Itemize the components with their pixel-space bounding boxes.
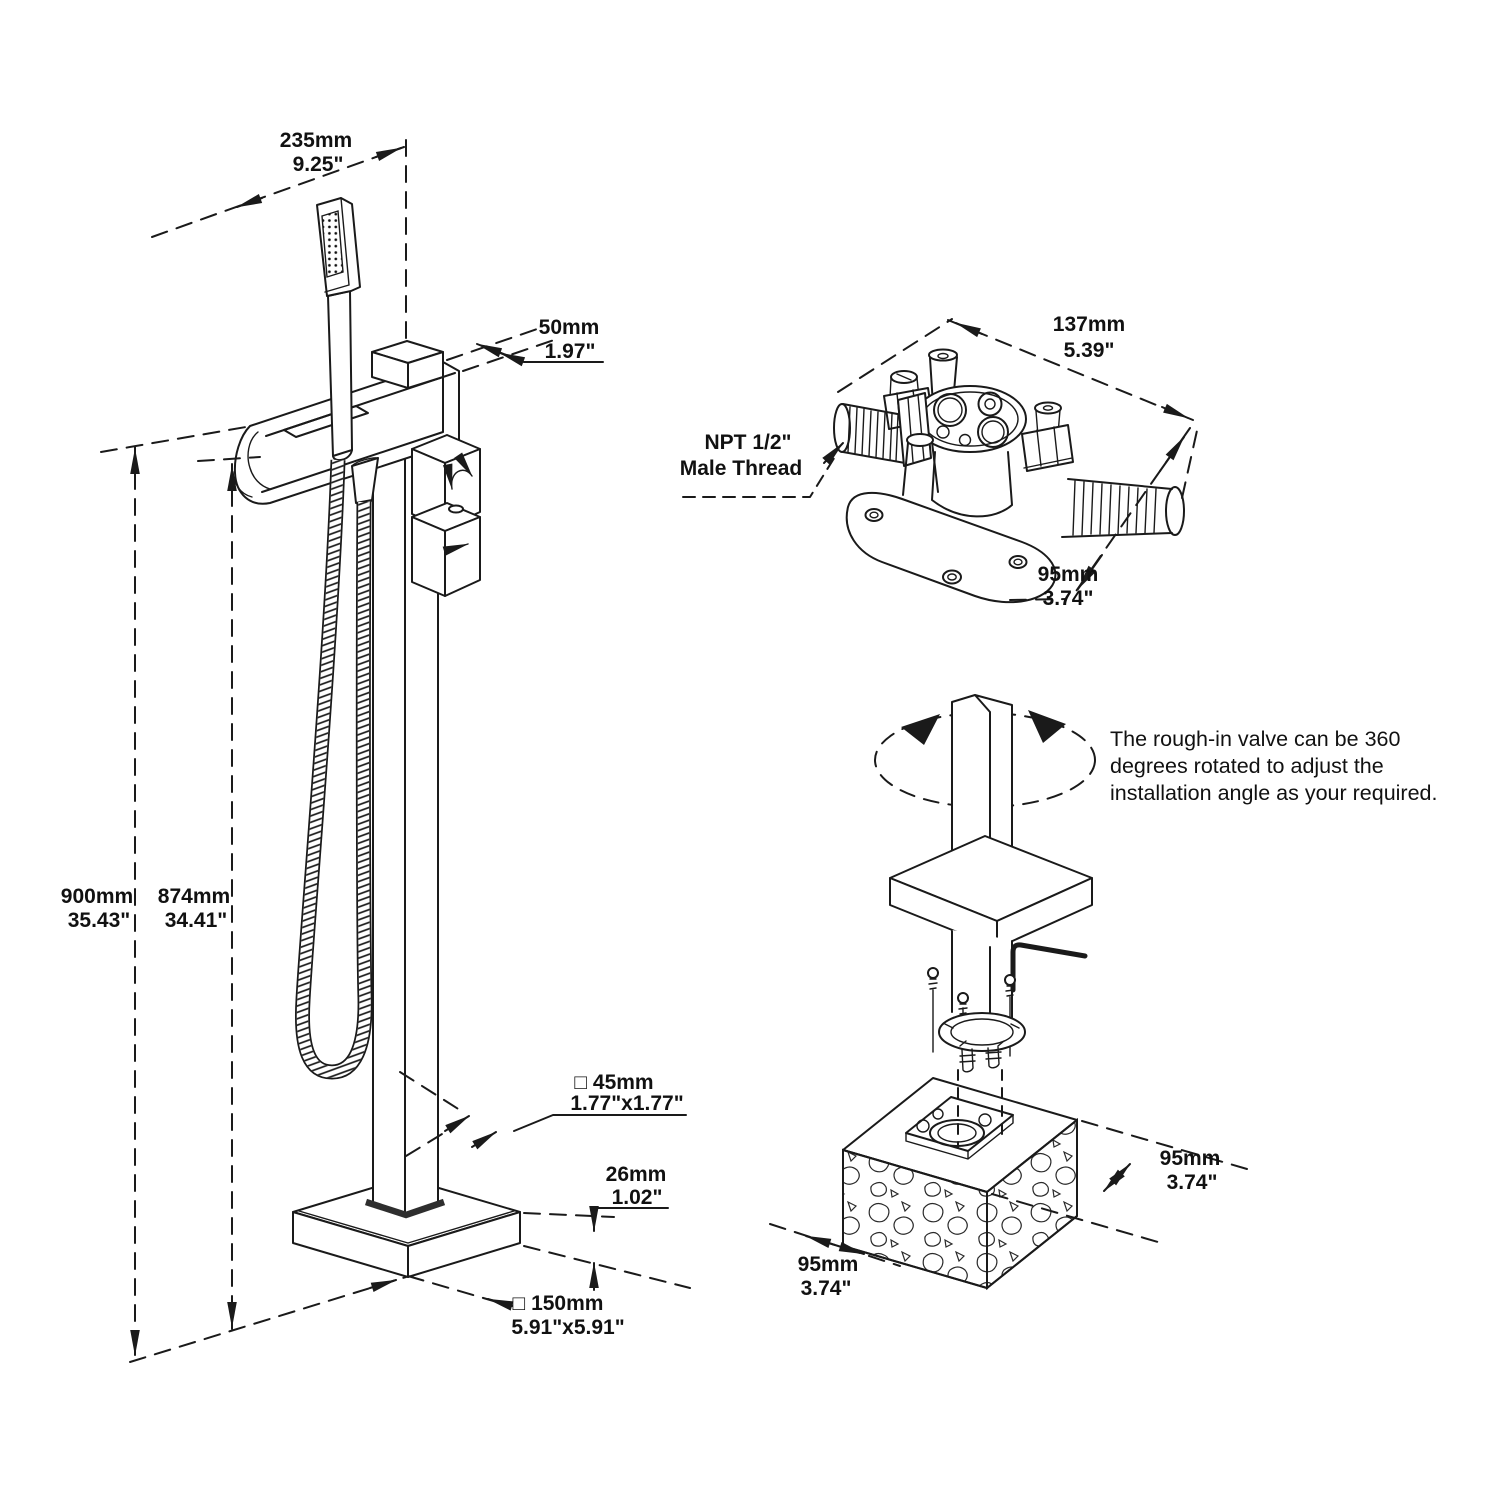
dim-valve-depth: 95mm 3.74" (1009, 427, 1191, 610)
dim-95-side-mm: 95mm (1160, 1147, 1221, 1170)
diverter-handle (411, 502, 481, 597)
base-gasket (364, 1198, 446, 1219)
mounting-screws (927, 967, 1016, 1057)
rotate-arrow-right-icon (1028, 710, 1066, 743)
rotate-arrow-left-icon (901, 714, 940, 745)
install-figure: 95mm 3.74" 95mm 3.74" The rough-in valve… (769, 694, 1437, 1300)
mounting-ring (938, 1012, 1026, 1073)
dim-137-in: 5.39" (1064, 339, 1115, 362)
note-line2: degrees rotated to adjust the (1110, 754, 1384, 778)
dim-137-mm: 137mm (1053, 313, 1125, 336)
dim-total-height: 900mm 35.43" (61, 426, 407, 1363)
dim-spout-width: 235mm 9.25" (151, 129, 407, 346)
dim-235-in: 9.25" (293, 153, 344, 176)
thread-label-line2: Male Thread (680, 457, 803, 480)
dim-95-valve-mm: 95mm (1038, 563, 1099, 586)
shower-hose (294, 459, 373, 1080)
dim-26-in: 1.02" (612, 1186, 663, 1209)
dim-base-thickness: 26mm 1.02" (523, 1163, 691, 1291)
thread-callout: NPT 1/2" Male Thread (680, 431, 844, 498)
dim-45-mm: □ 45mm (574, 1071, 653, 1094)
dim-26-mm: 26mm (606, 1163, 667, 1186)
dim-column-square: □ 45mm 1.77"x1.77" (399, 1071, 687, 1157)
dim-95-front-mm: 95mm (798, 1253, 859, 1276)
spray-face (321, 210, 344, 278)
rotation-note: The rough-in valve can be 360 degrees ro… (1110, 727, 1437, 805)
dim-95-front-in: 3.74" (801, 1277, 852, 1300)
install-column-upper (951, 694, 1013, 880)
faucet-figure: 235mm 9.25" 50mm 1.97" 900mm 35.43" (61, 129, 691, 1363)
hand-shower-icon (316, 197, 361, 462)
valve-right-stud (1021, 401, 1074, 472)
note-line3: installation angle as your required. (1110, 781, 1437, 805)
dim-50-in: 1.97" (545, 340, 596, 363)
faucet-column (372, 432, 439, 1217)
dim-45-in: 1.77"x1.77" (570, 1092, 683, 1115)
dim-900-mm: 900mm (61, 885, 133, 908)
dim-floor-side: 95mm 3.74" (991, 1120, 1248, 1243)
dim-valve-length: 137mm 5.39" (837, 313, 1199, 499)
alignment-drop-lines (957, 1069, 1003, 1149)
dim-874-mm: 874mm (158, 885, 230, 908)
dim-spout-height: 874mm 34.41" (158, 456, 261, 1330)
dim-95-valve-in: 3.74" (1043, 587, 1094, 610)
valve-flange (845, 491, 1057, 604)
column-cap (371, 340, 444, 389)
dim-floor-front: 95mm 3.74" (769, 1223, 901, 1300)
valve-right-pipe (1061, 478, 1185, 538)
dim-235-mm: 235mm (280, 129, 352, 152)
dim-150-in: 5.91"x5.91" (511, 1316, 624, 1339)
dim-874-in: 34.41" (165, 909, 228, 932)
valve-left-pipe (833, 392, 932, 467)
dim-150-mm: □ 150mm (513, 1292, 604, 1315)
dim-spout-depth: 50mm 1.97" (446, 316, 604, 372)
dim-50-mm: 50mm (539, 316, 600, 339)
escutcheon-plate (889, 835, 1093, 949)
dim-base-square: □ 150mm 5.91"x5.91" (369, 1275, 625, 1339)
valve-front-cone (902, 433, 939, 496)
note-line1: The rough-in valve can be 360 (1110, 727, 1400, 751)
thread-label-line1: NPT 1/2" (705, 431, 792, 454)
hose-outlet-cup (351, 457, 379, 507)
allen-key-icon (1010, 942, 1088, 993)
dim-900-in: 35.43" (68, 909, 131, 932)
valve-figure: 137mm 5.39" 95mm 3.74" NPT 1/2" Male Thr… (680, 313, 1199, 610)
floor-block (842, 1077, 1078, 1291)
dim-95-side-in: 3.74" (1167, 1171, 1218, 1194)
